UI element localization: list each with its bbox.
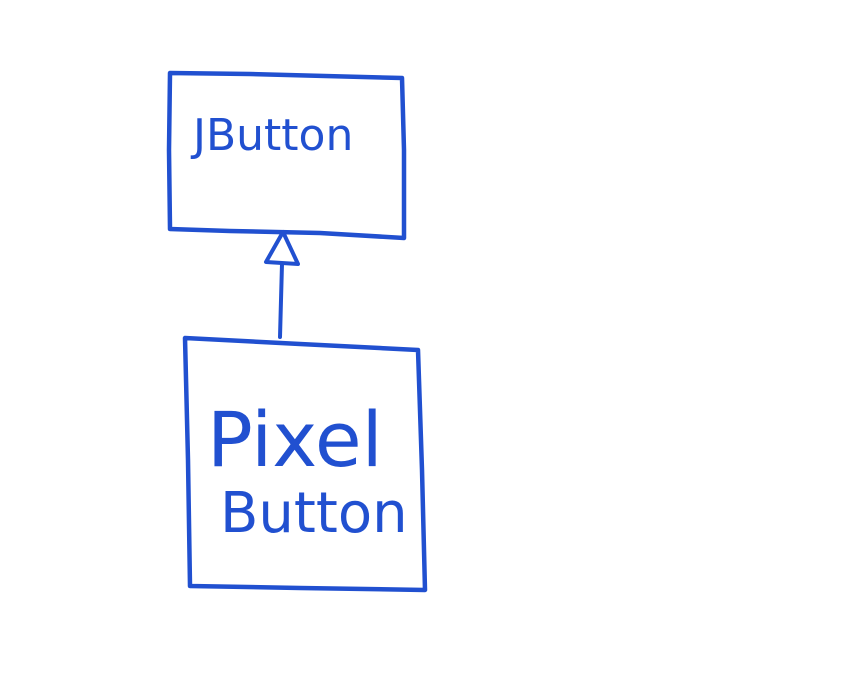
child-class-name-line2: Button (220, 481, 408, 546)
parent-class-border (166, 70, 407, 241)
child-class-box: Pixel Button (182, 335, 428, 593)
inheritance-line (278, 262, 284, 339)
child-class-name-line1: Pixel (207, 395, 383, 484)
inheritance-arrow (264, 230, 300, 339)
child-class-border (182, 335, 428, 593)
hollow-triangle-arrowhead (264, 230, 300, 266)
parent-class-box: JButton (166, 70, 407, 241)
parent-class-name: JButton (190, 110, 353, 161)
